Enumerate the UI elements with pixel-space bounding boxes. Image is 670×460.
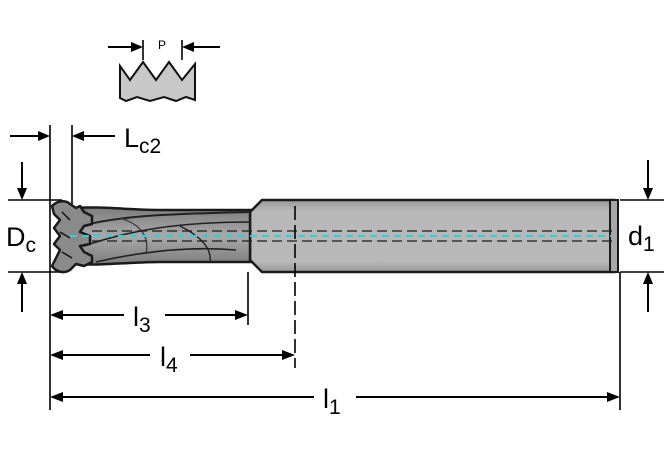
d1-arrowhead-bottom xyxy=(643,272,653,284)
flute-line-1 xyxy=(79,211,251,227)
thread-profile-inset: P xyxy=(108,38,220,103)
dim-lc2: Lc2 xyxy=(10,123,161,410)
lc2-label-sub: c2 xyxy=(139,135,161,158)
l3-label: l3 xyxy=(133,302,151,337)
dim-d1: d1 xyxy=(620,160,664,312)
lc2-arrowhead-left xyxy=(38,131,50,141)
l3-arrowhead-left xyxy=(50,310,63,320)
flute-line-4 xyxy=(179,225,211,263)
l1-label-sub: 1 xyxy=(329,396,341,419)
dim-dc: Dc xyxy=(6,162,62,312)
dim-l1: l1 xyxy=(50,384,620,419)
lc2-label-main: L xyxy=(124,123,139,153)
flute-line-3 xyxy=(95,247,237,263)
l1-arrowhead-left xyxy=(50,392,63,402)
dc-label-main: D xyxy=(6,222,26,252)
l1-arrowhead-right xyxy=(607,392,620,402)
pitch-arrowhead-right xyxy=(182,42,194,52)
pitch-arrowhead-left xyxy=(131,42,143,52)
lc2-arrowhead-right xyxy=(72,131,84,141)
cutting-head-edge xyxy=(59,211,73,259)
l4-arrowhead-left xyxy=(50,350,63,360)
l1-label: l1 xyxy=(323,384,341,419)
dc-label: Dc xyxy=(6,222,36,257)
thread-mill-tool xyxy=(50,198,619,274)
l4-arrowhead-right xyxy=(282,350,295,360)
lc2-label: Lc2 xyxy=(124,123,161,158)
dim-l3: l3 xyxy=(50,302,248,337)
dc-arrowhead-top xyxy=(17,188,27,200)
d1-label-sub: 1 xyxy=(643,233,655,256)
l3-label-main: l xyxy=(133,302,139,332)
l4-label: l4 xyxy=(160,342,178,377)
d1-arrowhead-top xyxy=(643,188,653,200)
dc-arrowhead-bottom xyxy=(17,272,27,284)
dim-l4: l4 xyxy=(50,342,295,377)
d1-label-main: d xyxy=(628,221,643,251)
l4-label-sub: 4 xyxy=(166,354,178,377)
d1-label: d1 xyxy=(628,221,655,256)
thread-profile-shape xyxy=(119,60,196,103)
l3-arrowhead-right xyxy=(235,310,248,320)
pitch-label: P xyxy=(158,38,166,52)
l3-label-sub: 3 xyxy=(139,314,151,337)
l1-label-main: l xyxy=(323,384,329,414)
dc-label-sub: c xyxy=(26,234,37,257)
l4-label-main: l xyxy=(160,342,166,372)
